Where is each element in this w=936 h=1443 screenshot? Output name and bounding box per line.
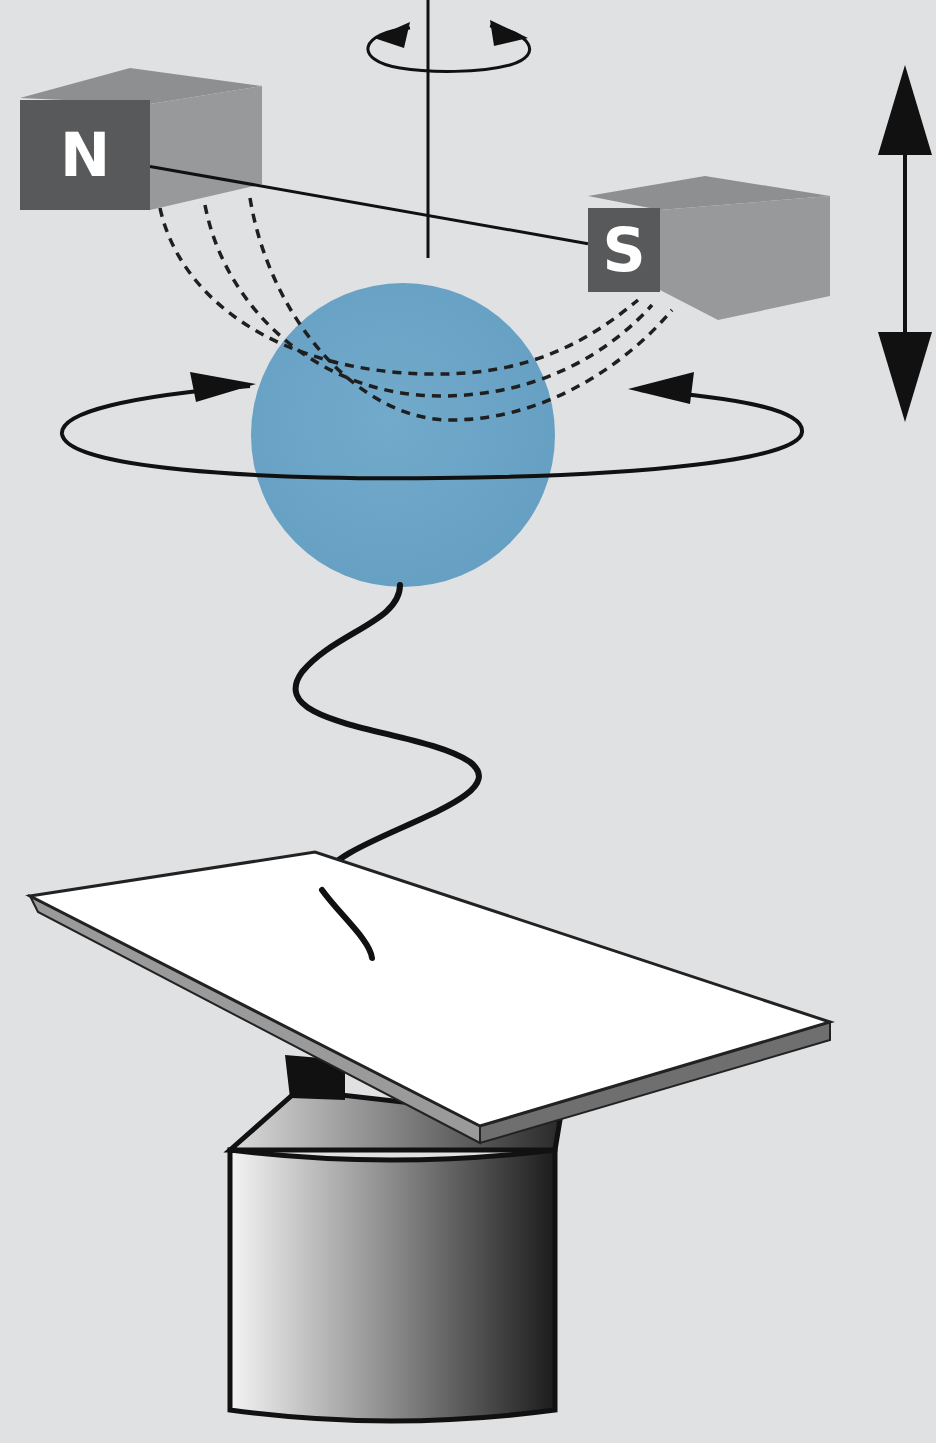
arrow-head: [628, 372, 694, 404]
arrow-head: [878, 332, 932, 422]
magnet-pole: N: [20, 100, 150, 210]
magnet-side-face: [150, 86, 262, 210]
magnet-pole: S: [588, 208, 660, 292]
pole-letter: S: [602, 220, 645, 280]
magnetic-catheter-tip: [251, 283, 555, 587]
magnet-link: [150, 166, 588, 243]
magnet-side-face: [660, 196, 830, 320]
patient-table: [30, 852, 830, 1126]
catheter: [322, 890, 372, 958]
pedestal-cylinder: [230, 1150, 555, 1421]
arrow-head: [374, 22, 410, 48]
pole-letter: N: [60, 125, 110, 185]
orbit-arrow: [62, 386, 802, 478]
rotation-axis: [427, 0, 430, 258]
field-lines: [160, 198, 672, 420]
arrow-head: [490, 20, 528, 46]
arrow-head: [878, 65, 932, 155]
arrow-head: [190, 372, 256, 402]
